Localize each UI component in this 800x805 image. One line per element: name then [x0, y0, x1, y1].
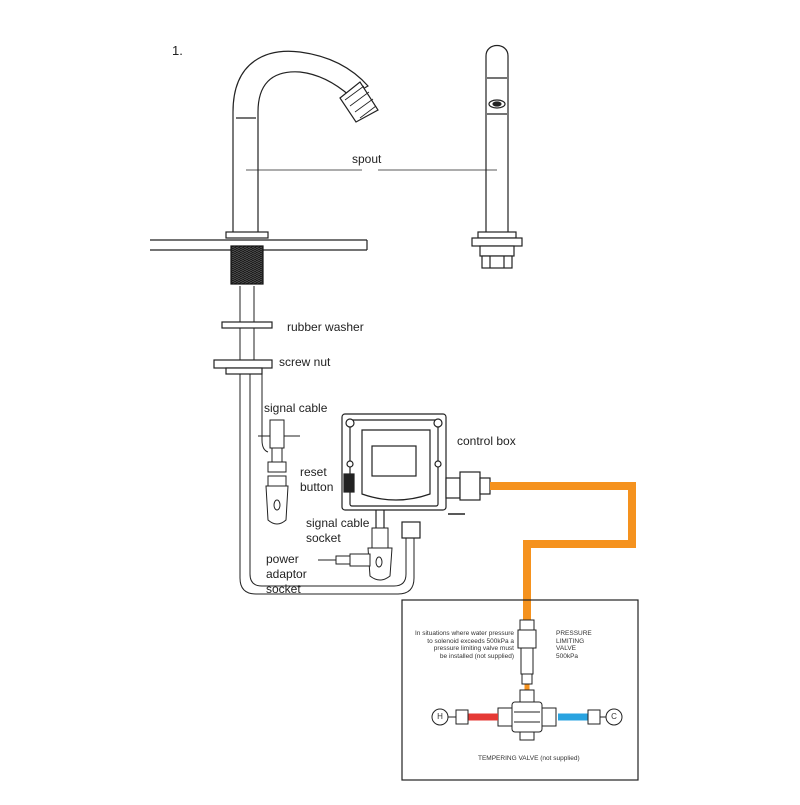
- step-number: 1.: [172, 43, 183, 58]
- screw-nut-label: screw nut: [279, 355, 331, 369]
- spout-outlet-tip: [339, 81, 379, 123]
- reset-button-label-line: reset: [300, 465, 327, 479]
- power-adaptor-socket-label-line: adaptor: [266, 567, 307, 581]
- threaded-shank: [230, 245, 264, 285]
- power-adaptor-socket-label-line: socket: [266, 582, 301, 596]
- cold-inlet-fitting: [587, 708, 623, 726]
- hose-connector-nut: [459, 471, 481, 501]
- power-adaptor-socket-label-line: power: [266, 552, 299, 566]
- flexible-hose-loop: [239, 374, 415, 595]
- pressure-note: In situations where water pressure to so…: [402, 630, 514, 660]
- pressure-limiting-valve: [517, 619, 537, 675]
- pressure-note-line: to solenoid exceeds 500kPa a: [427, 637, 514, 645]
- signal-cable-socket: [367, 527, 393, 581]
- plumbing-inset-box: [401, 599, 639, 781]
- spout-front-view: [471, 44, 523, 269]
- pressure-valve-label-line: VALVE: [556, 645, 576, 652]
- control-box: [341, 413, 491, 539]
- tempering-valve-label: TEMPERING VALVE (not supplied): [478, 755, 580, 762]
- power-adaptor-socket-label: power adaptor socket: [266, 552, 307, 597]
- screw-nut: [213, 359, 273, 375]
- pressure-valve-label-line: 500kPa: [556, 652, 579, 660]
- hot-inlet-fitting: [431, 708, 469, 726]
- hot-label: H: [437, 712, 443, 721]
- cold-supply-symbol: [605, 708, 623, 726]
- reset-button-label-line: button: [300, 480, 334, 494]
- outlet-connector: [401, 521, 421, 539]
- power-adaptor-plug: [318, 553, 371, 567]
- pressure-valve-label: PRESSURE LIMITING VALVE 500kPa: [556, 630, 592, 660]
- pressure-note-line: be installed (not supplied): [439, 652, 514, 660]
- signal-cable-label: signal cable: [264, 401, 328, 415]
- control-box-label: control box: [457, 434, 516, 448]
- reset-button: [343, 473, 355, 493]
- solenoid-outlet: [445, 477, 461, 499]
- spout-side-view: [150, 50, 379, 285]
- cold-label: C: [611, 712, 617, 721]
- reset-button-label: reset button: [300, 465, 333, 495]
- pressure-note-line: In situations where water pressure: [415, 630, 514, 637]
- signal-cable-socket-label-line: socket: [306, 531, 341, 545]
- rubber-washer: [221, 321, 273, 329]
- front-view-nut: [481, 255, 513, 269]
- hot-supply-symbol: [431, 708, 449, 726]
- water-supply-hose: [490, 482, 636, 620]
- signal-cable-socket-label: signal cable socket: [306, 516, 369, 546]
- spout-base-flange: [225, 231, 269, 239]
- rubber-washer-label: rubber washer: [287, 320, 364, 334]
- tempering-valve: [497, 673, 557, 741]
- spout-body: [232, 50, 369, 232]
- control-box-panel: [371, 445, 417, 477]
- signal-cable-plug: [258, 374, 300, 525]
- mount-hole: [345, 418, 355, 428]
- pressure-valve-label-line: LIMITING: [556, 637, 585, 645]
- pressure-valve-label-line: PRESSURE: [556, 630, 592, 637]
- signal-cable-socket-label-line: signal cable: [306, 516, 370, 530]
- spout-label: spout: [352, 152, 382, 166]
- pressure-note-line: pressure limiting valve must: [433, 645, 514, 652]
